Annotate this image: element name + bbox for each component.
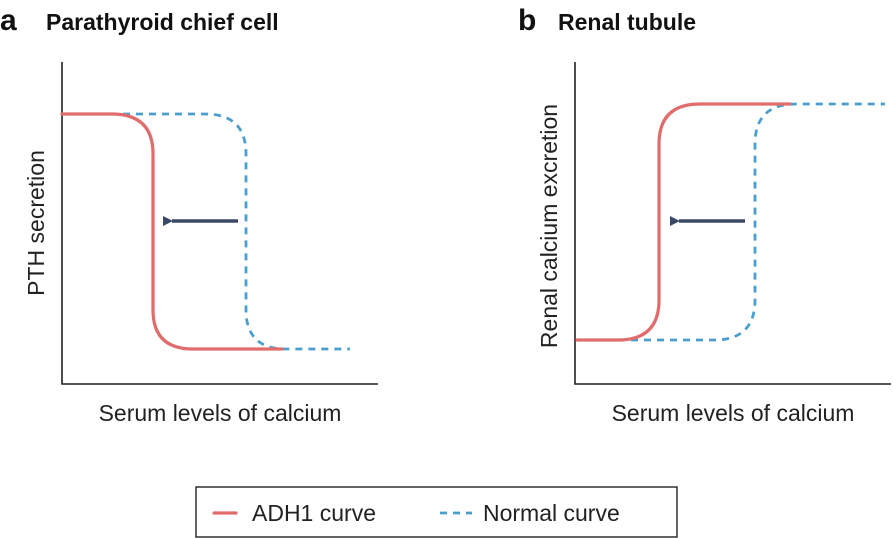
panel-b-x-axis-label: Serum levels of calcium xyxy=(612,400,855,426)
panel-b-normal-curve xyxy=(618,102,885,342)
panel-a-adh1-curve xyxy=(60,112,284,351)
panel-a-normal-curve xyxy=(110,112,350,351)
panel-a-y-axis-label: PTH secretion xyxy=(23,150,49,296)
panel-a-letter: a xyxy=(0,4,17,37)
legend-normal-label: Normal curve xyxy=(483,500,620,526)
panel-a-axes xyxy=(61,62,378,385)
panel-a-x-axis-label: Serum levels of calcium xyxy=(99,400,342,426)
panel-b-title: Renal tubule xyxy=(558,9,696,35)
panel-b-axes xyxy=(574,62,891,385)
panel-b-y-axis-label: Renal calcium excretion xyxy=(536,104,562,348)
panel-b-adh1-curve xyxy=(575,102,792,342)
panel-a-title: Parathyroid chief cell xyxy=(46,9,279,35)
legend-adh1-label: ADH1 curve xyxy=(252,500,376,526)
panel-a: a Parathyroid chief cell PTH secretion S… xyxy=(0,4,378,426)
panel-b-letter: b xyxy=(518,4,536,37)
legend-box xyxy=(195,486,678,538)
legend: ADH1 curve Normal curve xyxy=(195,486,678,538)
panel-b: b Renal tubule Renal calcium excretion S… xyxy=(518,4,891,426)
